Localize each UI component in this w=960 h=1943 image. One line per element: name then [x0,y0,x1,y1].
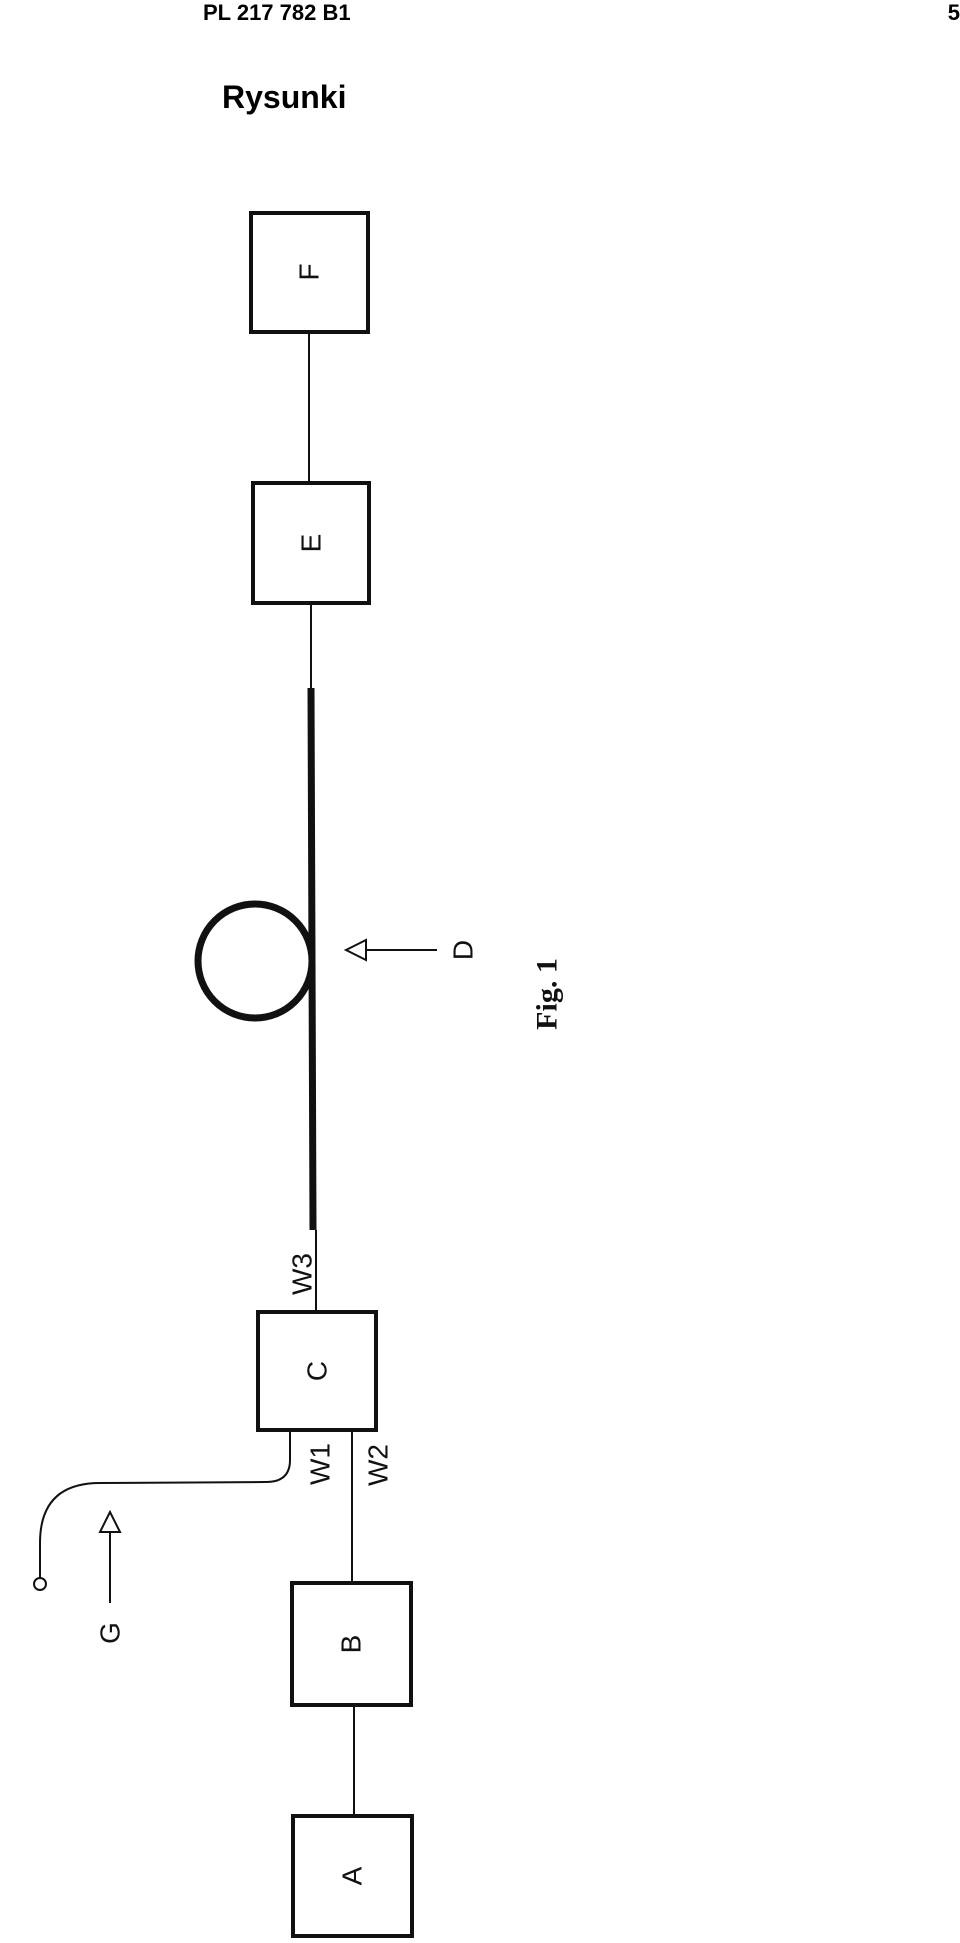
block-e-label: E [296,534,327,553]
figure-caption: Fig. 1 [531,958,564,1030]
label-d: D [448,940,479,960]
arrow-d-head [343,938,367,962]
block-a-label: A [337,1866,368,1885]
port-w2-label: W2 [363,1444,394,1486]
port-w1-label: W1 [305,1443,336,1485]
block-b [290,1581,413,1707]
patent-number: PL 217 782 B1 [203,0,351,25]
block-c [256,1310,378,1432]
block-c-label: C [302,1361,333,1381]
fiber-coil [194,900,316,1022]
terminal-circle [33,1577,47,1591]
line-w1-branch [39,1430,291,1578]
arrow-g-head [98,1509,122,1533]
block-b-label: B [336,1635,367,1654]
section-title: Rysunki [222,79,347,115]
label-g: G [95,1622,126,1644]
block-a [291,1814,414,1938]
block-e [251,481,371,605]
port-w3-label: W3 [287,1253,318,1295]
block-f-label: F [294,263,325,280]
page-number: 5 [947,0,960,25]
block-f [249,211,370,334]
